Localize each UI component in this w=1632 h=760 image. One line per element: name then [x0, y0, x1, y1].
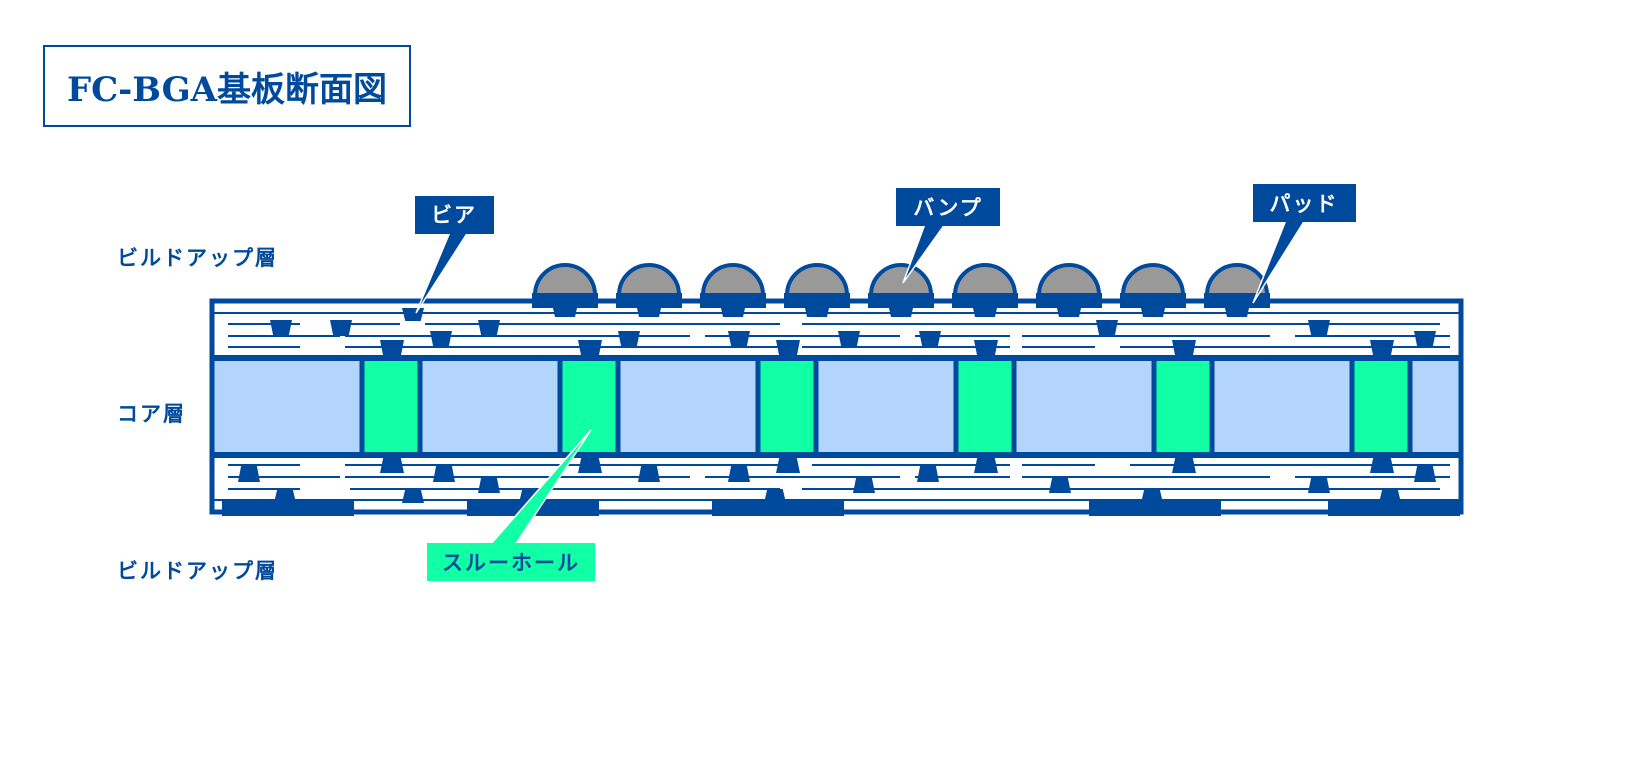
substrate-frame	[209, 298, 1464, 515]
through-hole	[758, 361, 816, 453]
callout-bump: バンプ	[896, 188, 1000, 284]
callouts: ビア バンプ パッド スルーホール	[415, 184, 1356, 581]
through-hole	[956, 361, 1014, 453]
via	[853, 477, 875, 493]
title-box: FC-BGA基板断面図	[43, 45, 411, 127]
via	[380, 340, 404, 358]
via	[433, 465, 455, 482]
via	[1370, 340, 1394, 358]
bump	[784, 263, 850, 297]
bumps	[532, 263, 1270, 317]
via	[974, 340, 998, 358]
bump	[1036, 263, 1102, 297]
bump	[952, 263, 1018, 297]
core-layer	[212, 355, 1462, 458]
bump-pad-stem	[805, 308, 829, 317]
callout-via: ビア	[415, 196, 494, 314]
bump	[532, 263, 598, 297]
bump-pad-stem	[637, 308, 661, 317]
via	[1172, 340, 1196, 358]
callout-through-hole-label: スルーホール	[442, 551, 580, 575]
label-bottom-buildup-layer: ビルドアップ層	[117, 559, 278, 583]
label-core-layer: コア層	[117, 402, 186, 426]
through-hole	[1154, 361, 1212, 453]
via	[1379, 489, 1401, 503]
via	[1414, 331, 1436, 347]
callout-pad-label: パッド	[1270, 192, 1339, 216]
via	[776, 340, 800, 358]
via	[638, 465, 660, 482]
bump-pad-stem	[1141, 308, 1165, 317]
via	[402, 308, 424, 321]
via	[478, 320, 500, 336]
via	[380, 456, 404, 473]
bump-pad-stem	[553, 308, 577, 317]
via	[776, 456, 800, 473]
bump-pad-stem	[889, 308, 913, 317]
bump	[868, 263, 934, 297]
bump-pad-stem	[1225, 308, 1249, 317]
via	[330, 320, 352, 336]
via	[1141, 489, 1163, 503]
via	[1096, 320, 1118, 336]
bump	[1204, 263, 1270, 297]
via	[764, 489, 786, 503]
via	[919, 331, 941, 347]
substrate-outline	[209, 298, 1464, 515]
bump	[700, 263, 766, 297]
via	[270, 320, 292, 336]
via	[1172, 456, 1196, 473]
via	[974, 456, 998, 473]
via	[274, 489, 296, 503]
callout-through-hole: スルーホール	[427, 429, 595, 581]
bump	[1120, 263, 1186, 297]
via	[478, 477, 500, 493]
via	[1049, 477, 1071, 493]
via	[1308, 477, 1330, 493]
via	[917, 465, 939, 482]
via	[578, 340, 602, 358]
via	[1370, 456, 1394, 473]
via	[1308, 320, 1330, 336]
via	[728, 465, 750, 482]
bump	[616, 263, 682, 297]
via	[578, 456, 602, 473]
via	[238, 465, 260, 482]
diagram-title: FC-BGA基板断面図	[66, 69, 388, 110]
via	[618, 331, 640, 347]
bump-pad-stem	[1057, 308, 1081, 317]
via	[430, 331, 452, 347]
bump-pad-stem	[721, 308, 745, 317]
via	[402, 489, 424, 503]
via	[728, 331, 750, 347]
through-hole	[560, 361, 618, 453]
through-hole	[362, 361, 420, 453]
label-top-buildup-layer: ビルドアップ層	[117, 246, 278, 270]
through-hole	[1352, 361, 1410, 453]
callout-pad: パッド	[1252, 184, 1356, 304]
via	[1414, 465, 1436, 482]
via	[838, 331, 860, 347]
callout-bump-label: バンプ	[913, 196, 982, 220]
bump-pad-stem	[973, 308, 997, 317]
callout-via-label: ビア	[431, 203, 477, 227]
